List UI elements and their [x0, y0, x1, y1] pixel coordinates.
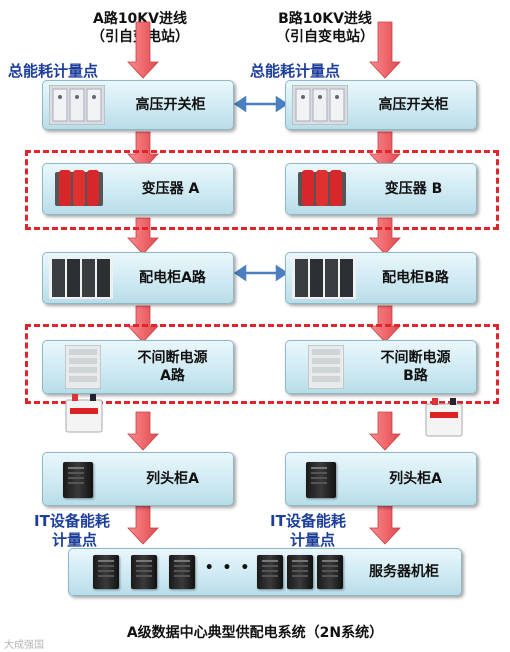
battery-icon	[65, 394, 103, 433]
cabinet-icon	[49, 257, 113, 299]
meter-it-right: IT设备能耗 计量点	[270, 512, 346, 550]
row-cabinet-right: 列头柜A	[285, 452, 477, 506]
rack-icon	[306, 462, 336, 498]
ups-a-label: 不间断电源 A路	[115, 349, 230, 385]
server-icon	[169, 555, 195, 589]
switchgear-icon	[292, 85, 348, 125]
ups-icon	[308, 345, 344, 389]
rack-icon	[63, 462, 93, 498]
battery-icon	[425, 398, 463, 437]
transformer-a-label: 变压器 A	[141, 181, 200, 197]
transformer-group-dashed	[25, 150, 499, 230]
arrow-b-tr-dist	[369, 217, 401, 255]
meter-it-right-line1: IT设备能耗	[270, 512, 346, 530]
ups-b-line1: 不间断电源	[380, 350, 451, 366]
dist-cabinet-a: 配电柜A路	[42, 252, 234, 304]
server-icon	[317, 555, 343, 589]
row-cabinet-left: 列头柜A	[42, 452, 234, 506]
meter-total-right: 总能耗计量点	[250, 62, 341, 80]
arrow-a-row-servers	[127, 505, 159, 545]
row-left-label: 列头柜A	[146, 471, 199, 487]
hv-switchgear-left: 高压开关柜	[42, 80, 234, 130]
meter-it-left-line2: 计量点	[52, 531, 98, 549]
cabinet-icon	[292, 257, 356, 299]
switchgear-icon	[49, 85, 105, 125]
row-right-label: 列头柜A	[389, 471, 442, 487]
watermark: 大成强国	[4, 640, 44, 651]
ups-group-dashed	[25, 324, 499, 404]
arrow-a-tr-dist	[127, 217, 159, 255]
source-b-line2: （引自变电站）	[276, 29, 374, 45]
servers-label: 服务器机柜	[369, 564, 439, 580]
diagram-caption: A级数据中心典型供配电系统（2N系统）	[126, 625, 384, 641]
server-icon	[287, 555, 313, 589]
server-icon	[131, 555, 157, 589]
ups-b-label: 不间断电源 B路	[358, 349, 473, 385]
meter-it-left: IT设备能耗 计量点	[34, 512, 110, 550]
dist-b-label: 配电柜B路	[382, 270, 449, 286]
hv-left-label: 高压开关柜	[135, 97, 206, 113]
arrow-b-source-hv	[369, 21, 401, 79]
source-b-label: B路10KV进线 （引自变电站）	[245, 10, 405, 46]
ups-a-box: 不间断电源 A路	[42, 340, 234, 394]
meter-it-right-line2: 计量点	[290, 531, 336, 549]
source-b-line1: B路10KV进线	[278, 11, 372, 27]
arrow-b-row-servers	[369, 505, 401, 545]
meter-total-left: 总能耗计量点	[8, 62, 99, 80]
ups-a-line2: A路	[160, 368, 185, 384]
arrow-b-ups-row	[369, 411, 401, 451]
server-icon	[257, 555, 283, 589]
dist-cabinet-b: 配电柜B路	[285, 252, 477, 304]
ups-b-box: 不间断电源 B路	[285, 340, 477, 394]
arrow-a-ups-row	[127, 411, 159, 451]
arrow-a-source-hv	[127, 21, 159, 79]
source-a-line1: A路10KV进线	[92, 11, 187, 27]
transformer-a-box: 变压器 A	[42, 163, 234, 215]
server-icon	[93, 555, 119, 589]
transformer-b-box: 变压器 B	[285, 163, 477, 215]
ups-a-line1: 不间断电源	[137, 350, 208, 366]
dist-a-label: 配电柜A路	[139, 270, 206, 286]
servers-ellipsis: • • •	[204, 560, 252, 576]
transformer-b-label: 变压器 B	[384, 181, 443, 197]
ups-icon	[65, 345, 101, 389]
transformer-icon	[55, 170, 103, 206]
hv-switchgear-right: 高压开关柜	[285, 80, 477, 130]
ups-b-line2: B路	[403, 368, 428, 384]
meter-it-left-line1: IT设备能耗	[34, 512, 110, 530]
hv-right-label: 高压开关柜	[378, 97, 449, 113]
transformer-icon	[298, 170, 346, 206]
server-racks-box: • • • 服务器机柜	[68, 548, 462, 596]
